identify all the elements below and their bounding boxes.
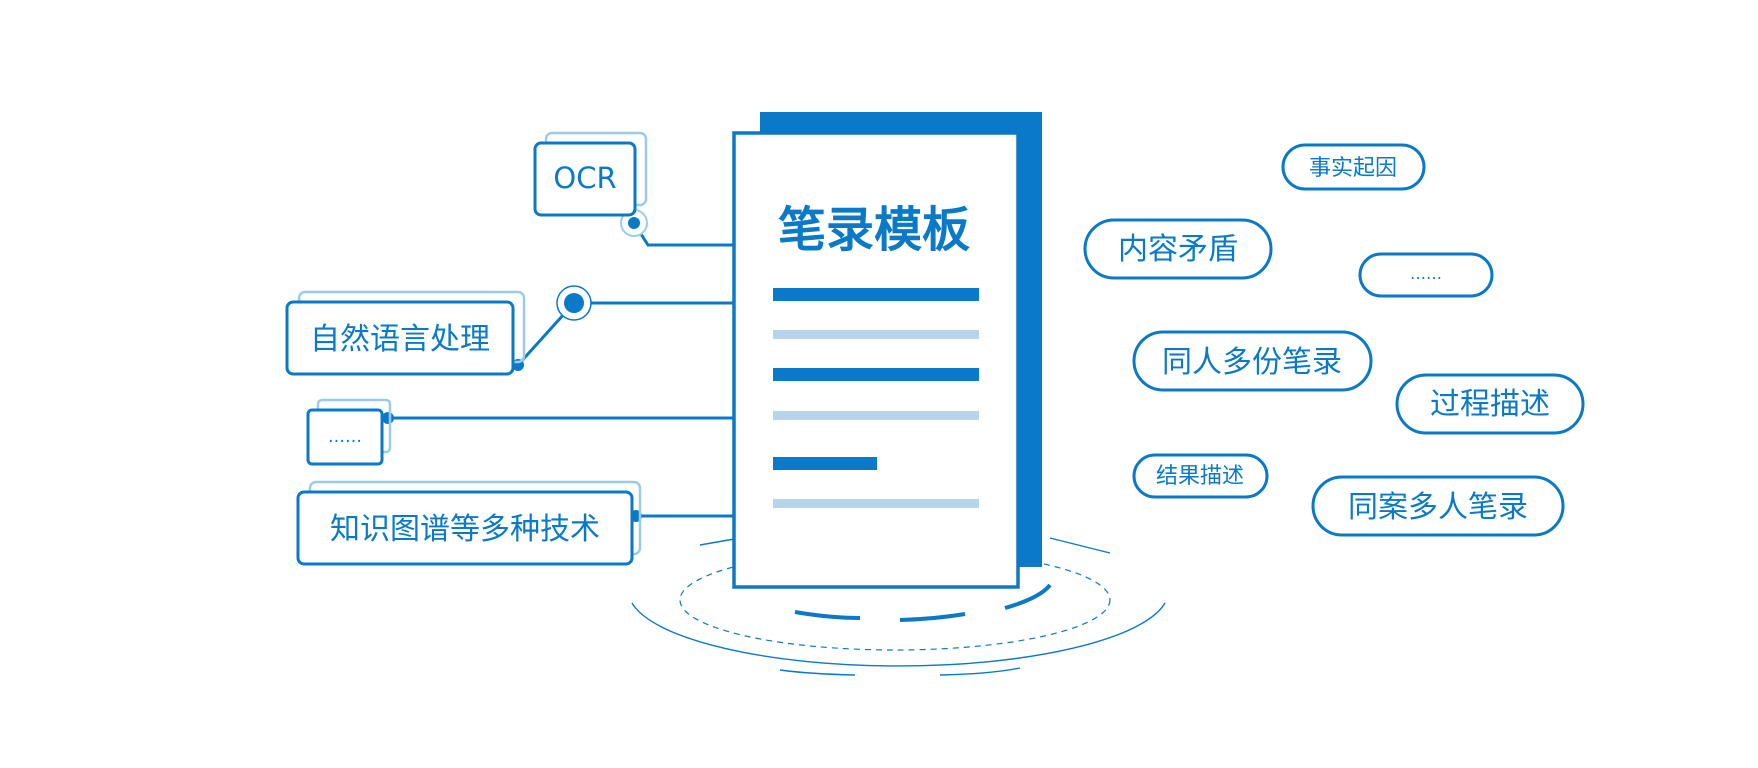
connector-ocr [632, 222, 734, 247]
text-line-light [773, 499, 979, 508]
thick-ripple-left [794, 610, 861, 620]
document-title: 笔录模板 [778, 202, 970, 258]
outer-ripple-bottom [631, 602, 1166, 667]
node-box [285, 300, 515, 376]
tag-label: 结果描述 [1156, 464, 1244, 489]
technique-node-knowledge-graph: 知识图谱等多种技术 [296, 480, 642, 566]
node-box [533, 141, 637, 217]
tag-label: 同人多份笔录 [1162, 345, 1342, 380]
tag-label: 事实起因 [1309, 156, 1397, 181]
document: 笔录模板 [732, 112, 1042, 589]
connector-nlp [516, 301, 734, 367]
tag-label: …… [1410, 264, 1442, 283]
tag-pill [1132, 330, 1373, 392]
node-box [296, 490, 634, 566]
document-front-page [732, 131, 1020, 589]
tag-pill [1358, 252, 1494, 298]
text-line-dark-short [773, 457, 877, 470]
tag-result-description: 结果描述 [1132, 453, 1269, 499]
tag-pill [1281, 143, 1426, 191]
text-line-dark [773, 368, 979, 381]
tag-process-description: 过程描述 [1395, 373, 1585, 435]
tag-fact-cause: 事实起因 [1281, 143, 1426, 191]
text-line-light [773, 330, 979, 339]
tag-pill [1132, 453, 1269, 499]
technique-label: 自然语言处理 [310, 322, 490, 357]
tag-pill [1395, 373, 1585, 435]
thick-ripple-mid [899, 612, 966, 622]
technique-label: OCR [553, 161, 616, 195]
technique-label: 知识图谱等多种技术 [330, 512, 600, 547]
thick-ripple-right [1004, 583, 1052, 610]
far-ripple-left [779, 669, 856, 676]
tag-label: 过程描述 [1430, 387, 1550, 422]
nlp-hub-dot [564, 293, 584, 313]
left-technique-nodes: OCR 自然语言处理 …… 知识图谱等多种技术 [285, 131, 648, 566]
text-line-dark [773, 288, 979, 301]
ellipsis-dot [382, 412, 394, 424]
text-line-light [773, 411, 979, 420]
ocr-dot [628, 217, 640, 229]
tag-same-case-multiple-people: 同案多人笔录 [1311, 475, 1565, 537]
tag-pill [1083, 218, 1273, 280]
tag-same-person-multiple-records: 同人多份笔录 [1132, 330, 1373, 392]
tag-content-contradiction: 内容矛盾 [1083, 218, 1273, 280]
technique-node-ellipsis: …… [306, 398, 392, 466]
tag-ellipsis: …… [1358, 252, 1494, 298]
tag-pill [1311, 475, 1565, 537]
node-box [306, 408, 384, 466]
tag-label: 内容矛盾 [1118, 232, 1238, 267]
technique-node-ocr: OCR [533, 131, 648, 217]
right-analysis-tags: 事实起因 内容矛盾 …… 同人多份笔录 过程描述 结果描述 同案多人笔录 [1083, 143, 1585, 537]
far-ripple-right [939, 667, 1021, 676]
technique-label: …… [328, 427, 362, 447]
document-text-lines [773, 288, 979, 508]
outer-ripple-top-right [1049, 537, 1111, 554]
technique-node-nlp: 自然语言处理 [285, 290, 526, 376]
tag-label: 同案多人笔录 [1348, 490, 1528, 525]
